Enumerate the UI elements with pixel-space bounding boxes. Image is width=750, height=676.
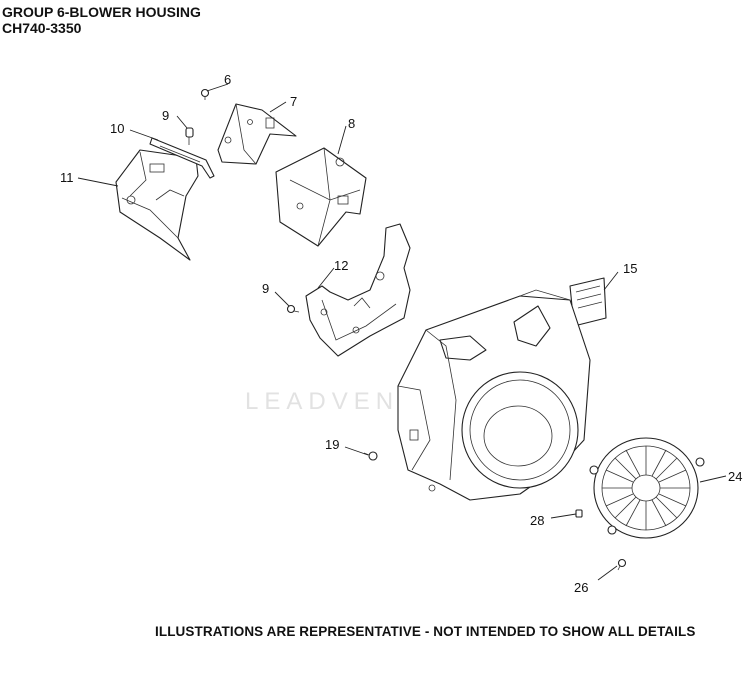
callout-15: 15 bbox=[623, 261, 637, 276]
callout-8: 8 bbox=[348, 116, 355, 131]
callout-9-lower: 9 bbox=[262, 281, 269, 296]
part-19-screw bbox=[363, 451, 378, 461]
part-11-side-baffle bbox=[115, 149, 199, 261]
part-24-grass-screen bbox=[589, 437, 705, 539]
callout-19: 19 bbox=[325, 437, 339, 452]
diagram-title: GROUP 6-BLOWER HOUSING bbox=[2, 4, 201, 20]
leader-lines bbox=[77, 83, 727, 581]
part-9-screw-upper bbox=[185, 127, 194, 145]
callout-9-upper: 9 bbox=[162, 108, 169, 123]
callout-10: 10 bbox=[110, 121, 124, 136]
callout-24: 24 bbox=[728, 469, 742, 484]
part-6-screw bbox=[200, 88, 210, 100]
callout-26: 26 bbox=[574, 580, 588, 595]
callout-28: 28 bbox=[530, 513, 544, 528]
part-28-nut bbox=[575, 509, 583, 518]
callout-11: 11 bbox=[60, 170, 74, 185]
part-8-cylinder-baffle bbox=[275, 147, 367, 247]
callout-7: 7 bbox=[290, 94, 297, 109]
part-10-bracket bbox=[149, 137, 215, 179]
callout-6: 6 bbox=[224, 72, 231, 87]
illustration-disclaimer: ILLUSTRATIONS ARE REPRESENTATIVE - NOT I… bbox=[155, 624, 696, 639]
part-7-upper-shroud bbox=[217, 103, 297, 165]
part-26-screw bbox=[617, 558, 627, 571]
part-9-screw-lower bbox=[286, 304, 300, 314]
blower-housing bbox=[397, 289, 591, 501]
model-number: CH740-3350 bbox=[2, 20, 82, 36]
part-12-side-bracket bbox=[305, 223, 411, 357]
callout-12: 12 bbox=[334, 258, 348, 273]
